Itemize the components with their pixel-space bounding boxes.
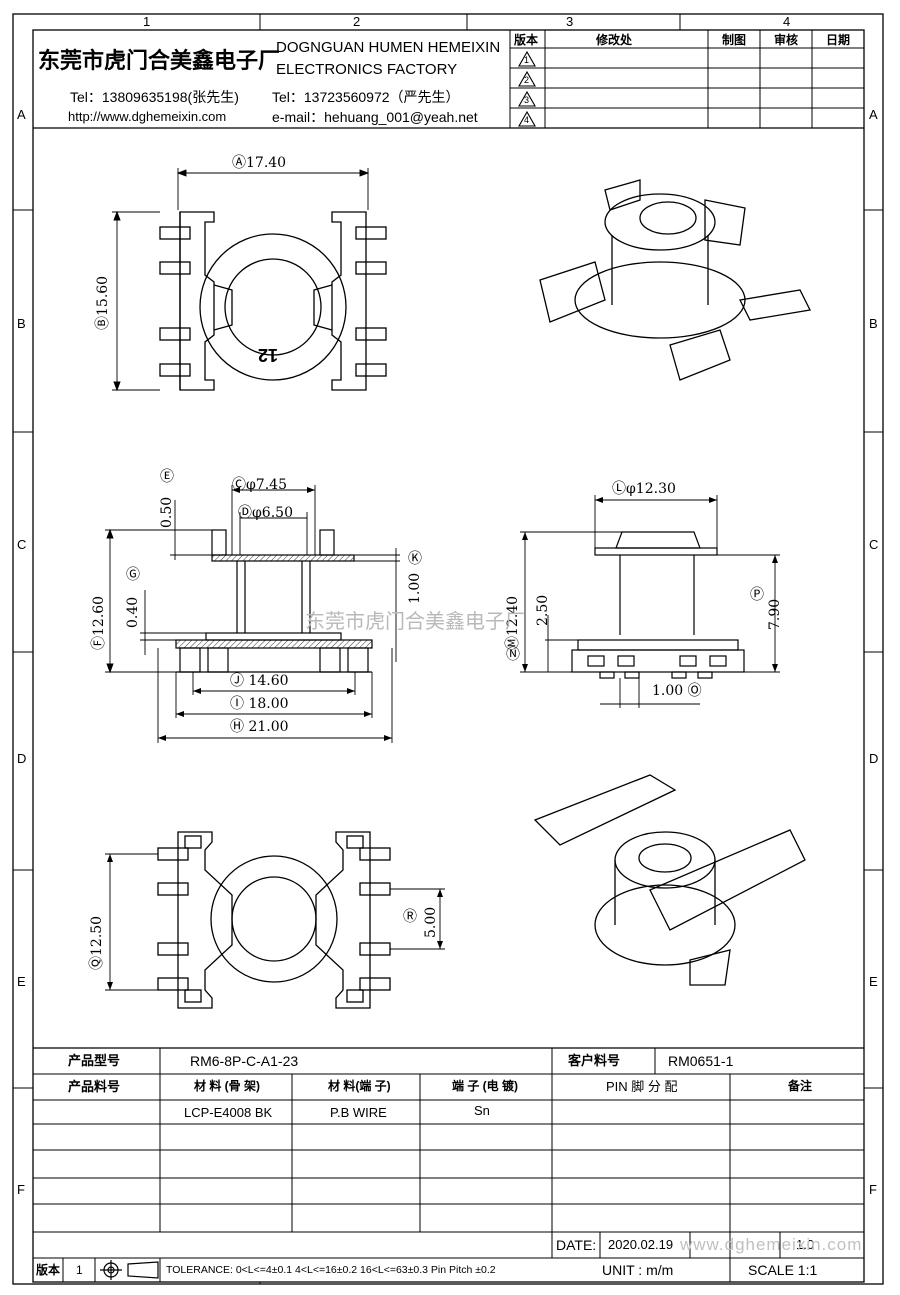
side-view-drawing bbox=[571, 531, 745, 679]
part-mark: 12 bbox=[258, 345, 279, 365]
rev-header-drawn: 制图 bbox=[722, 33, 747, 47]
dim-p-mark: Ⓟ bbox=[750, 587, 764, 603]
header-material-pin: 材 料(端 子) bbox=[328, 1079, 391, 1093]
scale-note: SCALE 1:1 bbox=[748, 1262, 818, 1278]
value-material-bobbin: LCP-E4008 BK bbox=[184, 1105, 273, 1120]
dim-d: Ⓓφ6.50 bbox=[238, 505, 293, 521]
dim-r: 5.00 bbox=[423, 906, 439, 938]
label-product-model: 产品型号 bbox=[68, 1053, 121, 1068]
row-marker-d-right: D bbox=[869, 751, 879, 766]
dim-c: Ⓒφ7.45 bbox=[232, 477, 287, 493]
tel-2: Tel：13723560972（严先生） bbox=[272, 89, 460, 105]
rev-header-version: 版本 bbox=[514, 33, 539, 47]
rev-4: 4 bbox=[524, 115, 530, 125]
tolerance-note: TOLERANCE: 0<L<=4±0.1 4<L<=16±0.2 16<L<=… bbox=[166, 1264, 496, 1276]
website: http://www.dghemeixin.com bbox=[68, 109, 227, 124]
unit-note: UNIT : m/m bbox=[602, 1262, 674, 1278]
projection-symbol bbox=[100, 1260, 159, 1280]
dim-e: 0.50 bbox=[159, 496, 175, 528]
row-marker-dividers bbox=[13, 209, 883, 1089]
top-view-drawing bbox=[159, 211, 387, 391]
row-marker-a: A bbox=[17, 107, 26, 122]
dim-r-mark: Ⓡ bbox=[403, 909, 417, 925]
row-marker-f-right: F bbox=[869, 1182, 877, 1197]
rev-header-checked: 审核 bbox=[774, 33, 799, 47]
col-marker-3: 3 bbox=[566, 14, 574, 29]
company-name-en-1: DOGNGUAN HUMEN HEMEIXIN bbox=[276, 39, 501, 56]
watermark-company: 东莞市虎门合美鑫电子厂 bbox=[305, 611, 525, 633]
col-marker-4: 4 bbox=[783, 14, 791, 29]
dim-l: Ⓛφ12.30 bbox=[612, 481, 676, 497]
dim-q: Ⓠ12.50 bbox=[89, 915, 105, 970]
revision-triangles bbox=[518, 50, 536, 127]
dim-g-mark: Ⓖ bbox=[126, 567, 140, 583]
dim-j: Ⓙ 14.60 bbox=[230, 673, 289, 689]
label-date: DATE: bbox=[556, 1237, 597, 1253]
row-marker-b: B bbox=[17, 316, 26, 331]
dim-g: 0.40 bbox=[125, 596, 141, 628]
front-view-drawing bbox=[175, 529, 373, 673]
company-name-cn: 东莞市虎门合美鑫电子厂 bbox=[38, 48, 281, 73]
email: e-mail：hehuang_001@yeah.net bbox=[272, 109, 478, 125]
dim-p: 7.90 bbox=[767, 598, 783, 630]
tel-1: Tel：13809635198(张先生) bbox=[70, 89, 239, 105]
rev-1: 1 bbox=[524, 55, 530, 65]
dim-o: 1.00 Ⓞ bbox=[652, 683, 702, 699]
value-version-number: 1 bbox=[76, 1263, 83, 1277]
dim-i: Ⓘ 18.00 bbox=[230, 696, 289, 712]
inner-frame bbox=[32, 29, 865, 1283]
dim-h: Ⓗ 21.00 bbox=[230, 719, 289, 735]
value-date: 2020.02.19 bbox=[608, 1237, 674, 1252]
header-pin-assign: PIN 脚 分 配 bbox=[606, 1079, 678, 1094]
company-name-en-2: ELECTRONICS FACTORY bbox=[276, 61, 458, 78]
dim-k-mark: Ⓚ bbox=[408, 551, 422, 567]
rev-2: 2 bbox=[524, 75, 530, 85]
value-pin-plating: Sn bbox=[474, 1103, 490, 1118]
value-material-pin: P.B WIRE bbox=[330, 1105, 387, 1120]
header-pin-plating: 端 子 (电 镀) bbox=[452, 1079, 518, 1093]
rev-3: 3 bbox=[524, 95, 530, 105]
dim-n: 2.50 bbox=[535, 594, 551, 626]
iso-view-bottom bbox=[533, 774, 806, 986]
dim-k: 1.00 bbox=[407, 572, 423, 604]
dim-b: Ⓑ15.60 bbox=[95, 275, 111, 330]
dim-f: Ⓕ12.60 bbox=[91, 595, 107, 650]
header-material-bobbin: 材 料 (骨 架) bbox=[194, 1079, 260, 1093]
dim-a: Ⓐ17.40 bbox=[232, 155, 287, 171]
watermark-url: www.dghemeixin.com bbox=[680, 1235, 863, 1254]
row-marker-c-right: C bbox=[869, 537, 879, 552]
row-marker-e-right: E bbox=[869, 974, 878, 989]
iso-view-top bbox=[539, 179, 811, 381]
value-customer-part: RM0651-1 bbox=[668, 1053, 734, 1069]
col-marker-1: 1 bbox=[143, 14, 151, 29]
label-product-part: 产品料号 bbox=[68, 1079, 121, 1094]
row-marker-b-right: B bbox=[869, 316, 878, 331]
value-version: 1.0 bbox=[796, 1237, 815, 1252]
revision-table-grid bbox=[509, 30, 864, 128]
column-marker-dividers bbox=[259, 14, 681, 1284]
row-marker-e: E bbox=[17, 974, 26, 989]
bottom-view-drawing bbox=[157, 831, 391, 1009]
dim-e-mark: Ⓔ bbox=[160, 469, 174, 485]
outer-frame bbox=[12, 13, 884, 1285]
title-block-grid bbox=[33, 1047, 864, 1282]
row-marker-a-right: A bbox=[869, 107, 878, 122]
row-marker-d: D bbox=[17, 751, 27, 766]
label-customer-part: 客户料号 bbox=[568, 1053, 621, 1068]
header-remark: 备注 bbox=[788, 1079, 813, 1093]
row-marker-f: F bbox=[17, 1182, 25, 1197]
col-marker-2: 2 bbox=[353, 14, 361, 29]
label-version: 版本 bbox=[36, 1263, 61, 1277]
value-product-model: RM6-8P-C-A1-23 bbox=[190, 1053, 299, 1069]
row-marker-c: C bbox=[17, 537, 27, 552]
rev-header-date: 日期 bbox=[826, 33, 851, 47]
rev-header-change: 修改处 bbox=[596, 33, 633, 47]
dim-n-mark: Ⓝ bbox=[506, 647, 520, 663]
